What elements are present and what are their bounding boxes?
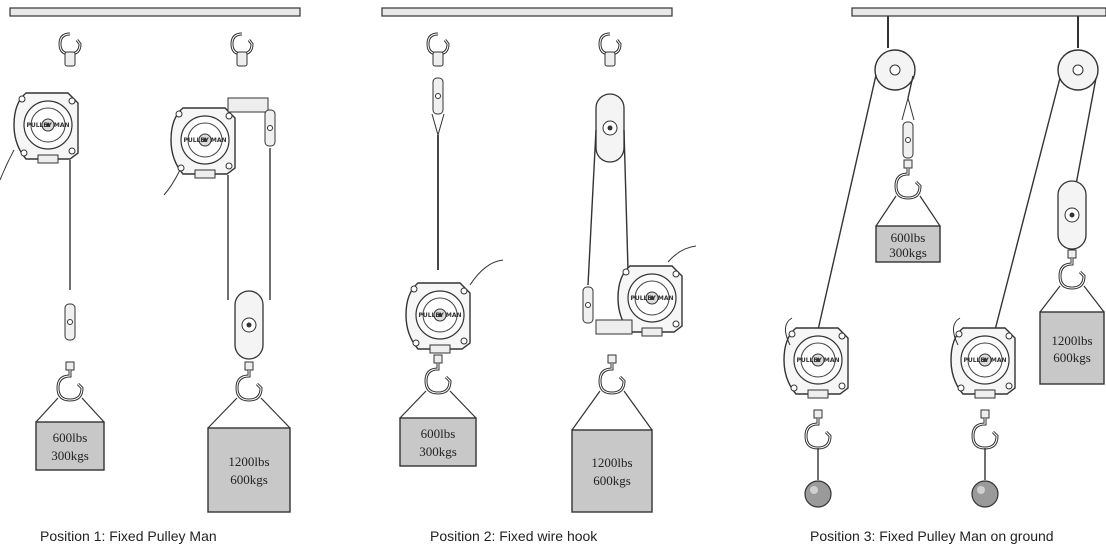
brand-label: PULLEY MAN — [963, 357, 1006, 364]
load-box-1a: 600lbs 300kgs — [35, 421, 105, 471]
ceiling-rail-2 — [381, 7, 673, 17]
load-weight-kgs: 300kgs — [51, 448, 89, 463]
load-box-3b: 1200lbs 600kgs — [1039, 311, 1105, 385]
load-weight-lbs: 600lbs — [421, 426, 456, 441]
load-weight-kgs: 300kgs — [419, 444, 457, 459]
load-weight-kgs: 300kgs — [889, 245, 927, 260]
brand-label: PULLEY MAN — [26, 122, 69, 129]
load-weight-lbs: 600lbs — [53, 430, 88, 445]
load-box-2b: 1200lbs 600kgs — [571, 429, 653, 513]
load-weight-kgs: 600kgs — [230, 472, 268, 487]
position-3-group: 600lbs 300kgs PULLEY MAN 1200lbs 600kgs … — [783, 7, 1106, 508]
load-box-3a: 600lbs 300kgs — [875, 225, 941, 263]
load-weight-lbs: 1200lbs — [1051, 333, 1092, 348]
load-weight-lbs: 600lbs — [891, 230, 926, 245]
ceiling-rail-3 — [851, 7, 1106, 17]
load-weight-lbs: 1200lbs — [591, 455, 632, 470]
ground-anchor-icon — [971, 480, 999, 508]
position-1-group: PULLEY MAN 600lbs 300kgs PULLEY MAN 1200… — [0, 7, 301, 513]
brand-label: PULLEY MAN — [183, 137, 226, 144]
position-2-group: PULLEY MAN 600lbs 300kgs PULLEY MAN 1200… — [381, 7, 697, 513]
caption-position-3: Position 3: Fixed Pulley Man on ground — [810, 528, 1054, 544]
caption-position-2: Position 2: Fixed wire hook — [430, 528, 598, 544]
brand-label: PULLEY MAN — [796, 357, 839, 364]
load-box-2a: 600lbs 300kgs — [399, 417, 477, 467]
load-weight-kgs: 600kgs — [1053, 350, 1091, 365]
brand-label: PULLEY MAN — [418, 312, 461, 319]
load-weight-lbs: 1200lbs — [228, 454, 269, 469]
load-weight-kgs: 600kgs — [593, 473, 631, 488]
caption-position-1: Position 1: Fixed Pulley Man — [40, 528, 217, 544]
load-box-1b: 1200lbs 600kgs — [207, 427, 291, 513]
brand-label: PULLEY MAN — [630, 295, 673, 302]
ground-anchor-icon — [804, 480, 832, 508]
ceiling-rail-1 — [9, 7, 301, 17]
